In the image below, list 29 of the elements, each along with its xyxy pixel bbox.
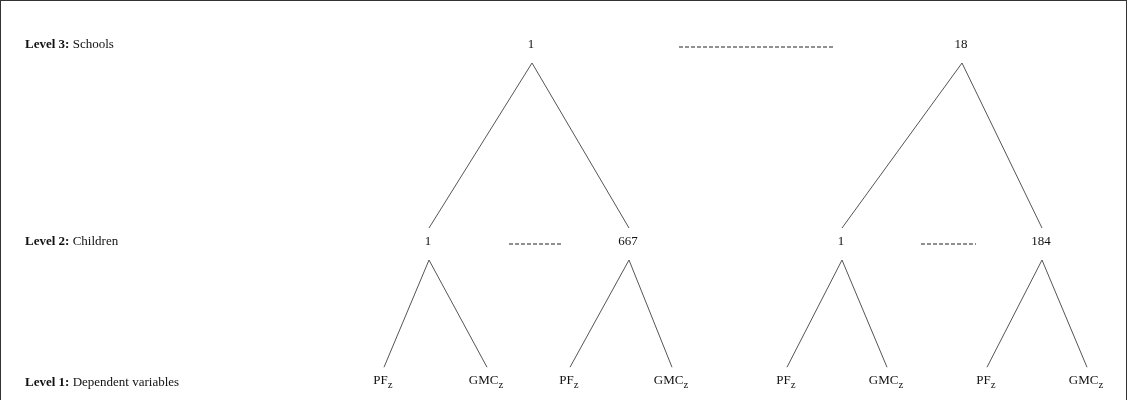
tree-node-text: 1 bbox=[526, 36, 536, 52]
tree-node-text: GMC$_{z}$ bbox=[867, 372, 905, 392]
level-label: Level 2: Children bbox=[25, 233, 119, 249]
tree-node-text: GMC$_{z}$ bbox=[467, 372, 505, 392]
tree-line bbox=[841, 62, 963, 229]
tree-line bbox=[841, 259, 888, 368]
tree-line bbox=[961, 62, 1043, 229]
tree-node-text: GMC$_{z}$ bbox=[1067, 372, 1105, 392]
tree-node-text: 18 bbox=[953, 36, 969, 52]
tree-node-text: 1 bbox=[423, 233, 433, 249]
tree-node-text: 1 bbox=[836, 233, 846, 249]
tree-line bbox=[428, 62, 533, 229]
level-label: Level 3: Schools bbox=[25, 36, 114, 52]
tree-line bbox=[569, 259, 630, 368]
tree-line bbox=[531, 62, 630, 229]
tree-node-text: 667 bbox=[617, 233, 639, 249]
tree-node-text: PF$_{z}$ bbox=[975, 372, 997, 392]
tree-line bbox=[1041, 259, 1088, 368]
tree-line bbox=[628, 259, 673, 368]
tree-node-text: 184 bbox=[1030, 233, 1052, 249]
tree-line bbox=[383, 259, 430, 368]
tree-node-text: PF$_{z}$ bbox=[372, 372, 394, 392]
tree-line bbox=[786, 259, 843, 368]
tree-line bbox=[428, 259, 488, 368]
level-label: Level 1: Dependent variables bbox=[25, 374, 180, 390]
tree-node-text: PF$_{z}$ bbox=[775, 372, 797, 392]
tree-line bbox=[986, 259, 1043, 368]
tree-node-text: PF$_{z}$ bbox=[558, 372, 580, 392]
tree-node-text: GMC$_{z}$ bbox=[652, 372, 690, 392]
